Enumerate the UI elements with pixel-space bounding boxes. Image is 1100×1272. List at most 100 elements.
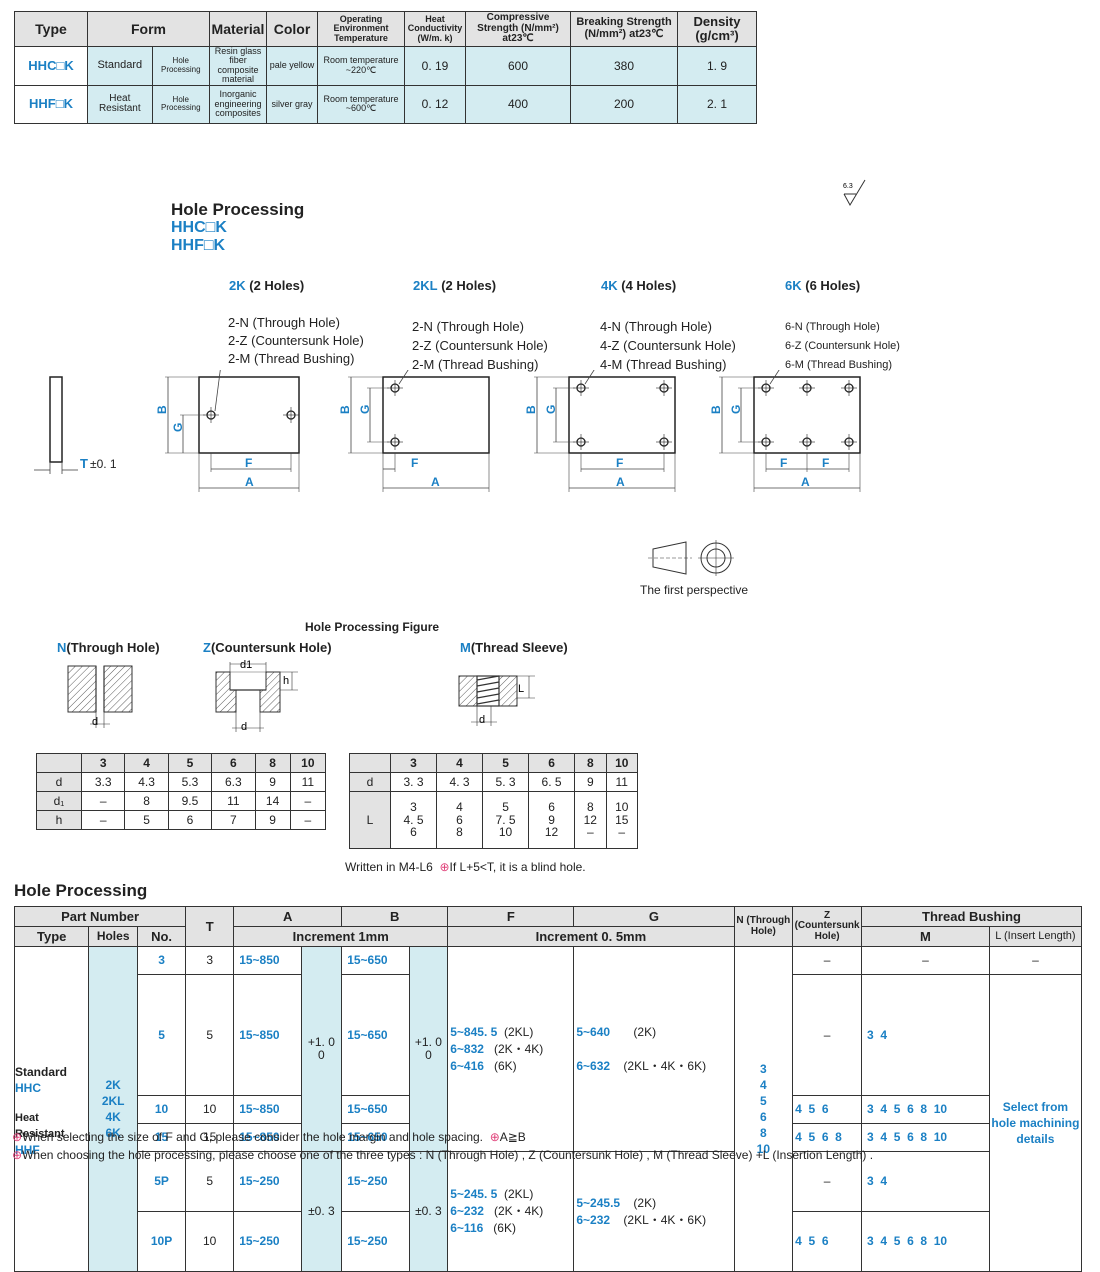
cell: 3. 3 [389, 772, 438, 792]
hole-line: 4-N (Through Hole) [600, 319, 712, 334]
hdr-m: M [861, 926, 990, 947]
z-cell: – [792, 974, 863, 1096]
col-header: 5 [167, 753, 213, 773]
m-note-1: Written in M4-L6 [345, 860, 433, 874]
hole-line: 2-N (Through Hole) [412, 319, 524, 334]
breaking-cell: 380 [570, 46, 678, 86]
note-mark: ⊕ [12, 1130, 23, 1144]
z-label: (Countersunk Hole) [210, 640, 332, 655]
f-cell: 5~845. 5 (2KL)6~832 (2K・4K)6~416 (6K) [447, 946, 575, 1152]
dim-a: A [431, 475, 440, 489]
type-cell: Standard HHC Heat Resistant HHF [13, 946, 90, 1272]
hdr-g: G [573, 906, 735, 927]
type-hr-code: HHF [15, 1143, 40, 1157]
form2-cell: Hole Processing [151, 46, 211, 86]
hdr-f: F [447, 906, 575, 927]
hdr-type: Type [14, 11, 88, 47]
cell: 11 [605, 772, 638, 792]
dim-b: B [709, 405, 723, 414]
roughness-value: 6.3 [843, 183, 853, 190]
dim-d: d [241, 721, 247, 733]
dim-f: F [411, 456, 418, 470]
note-mark: ⊕ [12, 1148, 23, 1162]
hole-line: 4-M (Thread Bushing) [600, 357, 727, 372]
cell: 8 [124, 791, 169, 811]
g-cell: 5~640 (2K)6~632 (2KL・4K・6K) [573, 946, 735, 1152]
cell: 4.3 [124, 772, 169, 792]
cell: – [289, 791, 327, 811]
table-row: HHC□K Standard Hole Processing Resin gla… [14, 46, 757, 86]
row-label: d [36, 772, 82, 792]
hdr-thread-bushing: Thread Bushing [861, 906, 1082, 927]
variant-code: 4K [601, 278, 618, 293]
hole-line: 2-Z (Countersunk Hole) [412, 338, 548, 353]
variant-desc: (4 Holes) [621, 278, 677, 293]
material-cell: Inorganic engineering composites [209, 84, 267, 124]
b-tol: +1. 0 0 [408, 946, 449, 1152]
plate-2k-drawing: B G F A [155, 370, 300, 492]
m-note: Written in M4-L6 ⊕If L+5<T, it is a blin… [345, 860, 586, 874]
roughness-symbol-icon: 6.3 [843, 179, 866, 207]
m-label: (Thread Sleeve) [470, 640, 568, 655]
hdr-type: Type [13, 926, 90, 947]
type-std: Standard [15, 1065, 68, 1079]
b-cell: 15~650 [341, 974, 410, 1096]
t-cell: 10 [185, 1095, 235, 1124]
m-note-2: If L+5<T, it is a blind hole. [449, 860, 586, 874]
variant-lines-2kl: 2-N (Through Hole) 2-Z (Countersunk Hole… [412, 317, 548, 374]
z-title: Z(Countersunk Hole) [203, 640, 332, 655]
z-cell: 4 5 6 [792, 1211, 863, 1272]
dim-f: F [616, 456, 623, 470]
heat-cell: 0. 12 [404, 84, 466, 124]
dim-g: G [171, 423, 185, 432]
z-cell: 4 5 6 [792, 1095, 863, 1124]
hole-figure-title: Hole Processing Figure [305, 620, 440, 634]
form-cell: Standard [87, 46, 153, 86]
col-header: 8 [254, 753, 291, 773]
dim-g: G [544, 405, 558, 414]
col-header: 4 [436, 753, 484, 773]
hdr-holes: Holes [88, 926, 138, 947]
a-cell: 15~850 [233, 946, 302, 975]
countersunk-hole-drawing: d1 h d [215, 659, 298, 733]
hdr-compressive: Compressive Strength (N/mm²) at23℃ [465, 11, 571, 47]
col-header: 4 [124, 753, 169, 773]
dim-d: d [92, 716, 98, 728]
variant-code: 2KL [413, 278, 438, 293]
col-header: 8 [574, 753, 607, 773]
b-cell: 15~650 [341, 1095, 410, 1124]
col-header: 3 [389, 753, 438, 773]
table-row: HHF□K Heat Resistant Hole Processing Ino… [14, 84, 757, 124]
hdr-z: Z (Countersunk Hole) [792, 906, 863, 947]
col-header: 5 [482, 753, 530, 773]
dim-h: h [283, 675, 289, 687]
variant-title-6k: 6K (6 Holes) [785, 278, 860, 293]
col-header: 6 [528, 753, 576, 773]
breaking-cell: 200 [570, 84, 678, 124]
hole-line: 6-N (Through Hole) [785, 321, 880, 333]
hdr-increment-1mm: Increment 1mm [233, 926, 449, 947]
cell: 9 [574, 772, 607, 792]
plate-6k-drawing: B G F F A [709, 370, 861, 492]
f-cell: 5~245. 5 (2KL)6~232 (2K・4K)6~116 (6K) [447, 1151, 575, 1272]
hole-line: 2-N (Through Hole) [228, 315, 340, 330]
hdr-part-number: Part Number [13, 906, 187, 927]
row-label: L [349, 791, 391, 849]
hdr-l: L (Insert Length) [988, 926, 1083, 947]
m-cell: 3 4 5 6 8 10 [861, 1123, 990, 1152]
section-title: Hole Processing [171, 200, 305, 219]
hdr-temp: Operating Environment Temperature [317, 11, 405, 47]
hole-line: 2-M (Thread Bushing) [228, 351, 355, 366]
variant-code: 2K [229, 278, 246, 293]
dim-b: B [155, 405, 169, 414]
m-code: M [460, 640, 471, 655]
a-tol: +1. 0 0 [300, 946, 343, 1152]
